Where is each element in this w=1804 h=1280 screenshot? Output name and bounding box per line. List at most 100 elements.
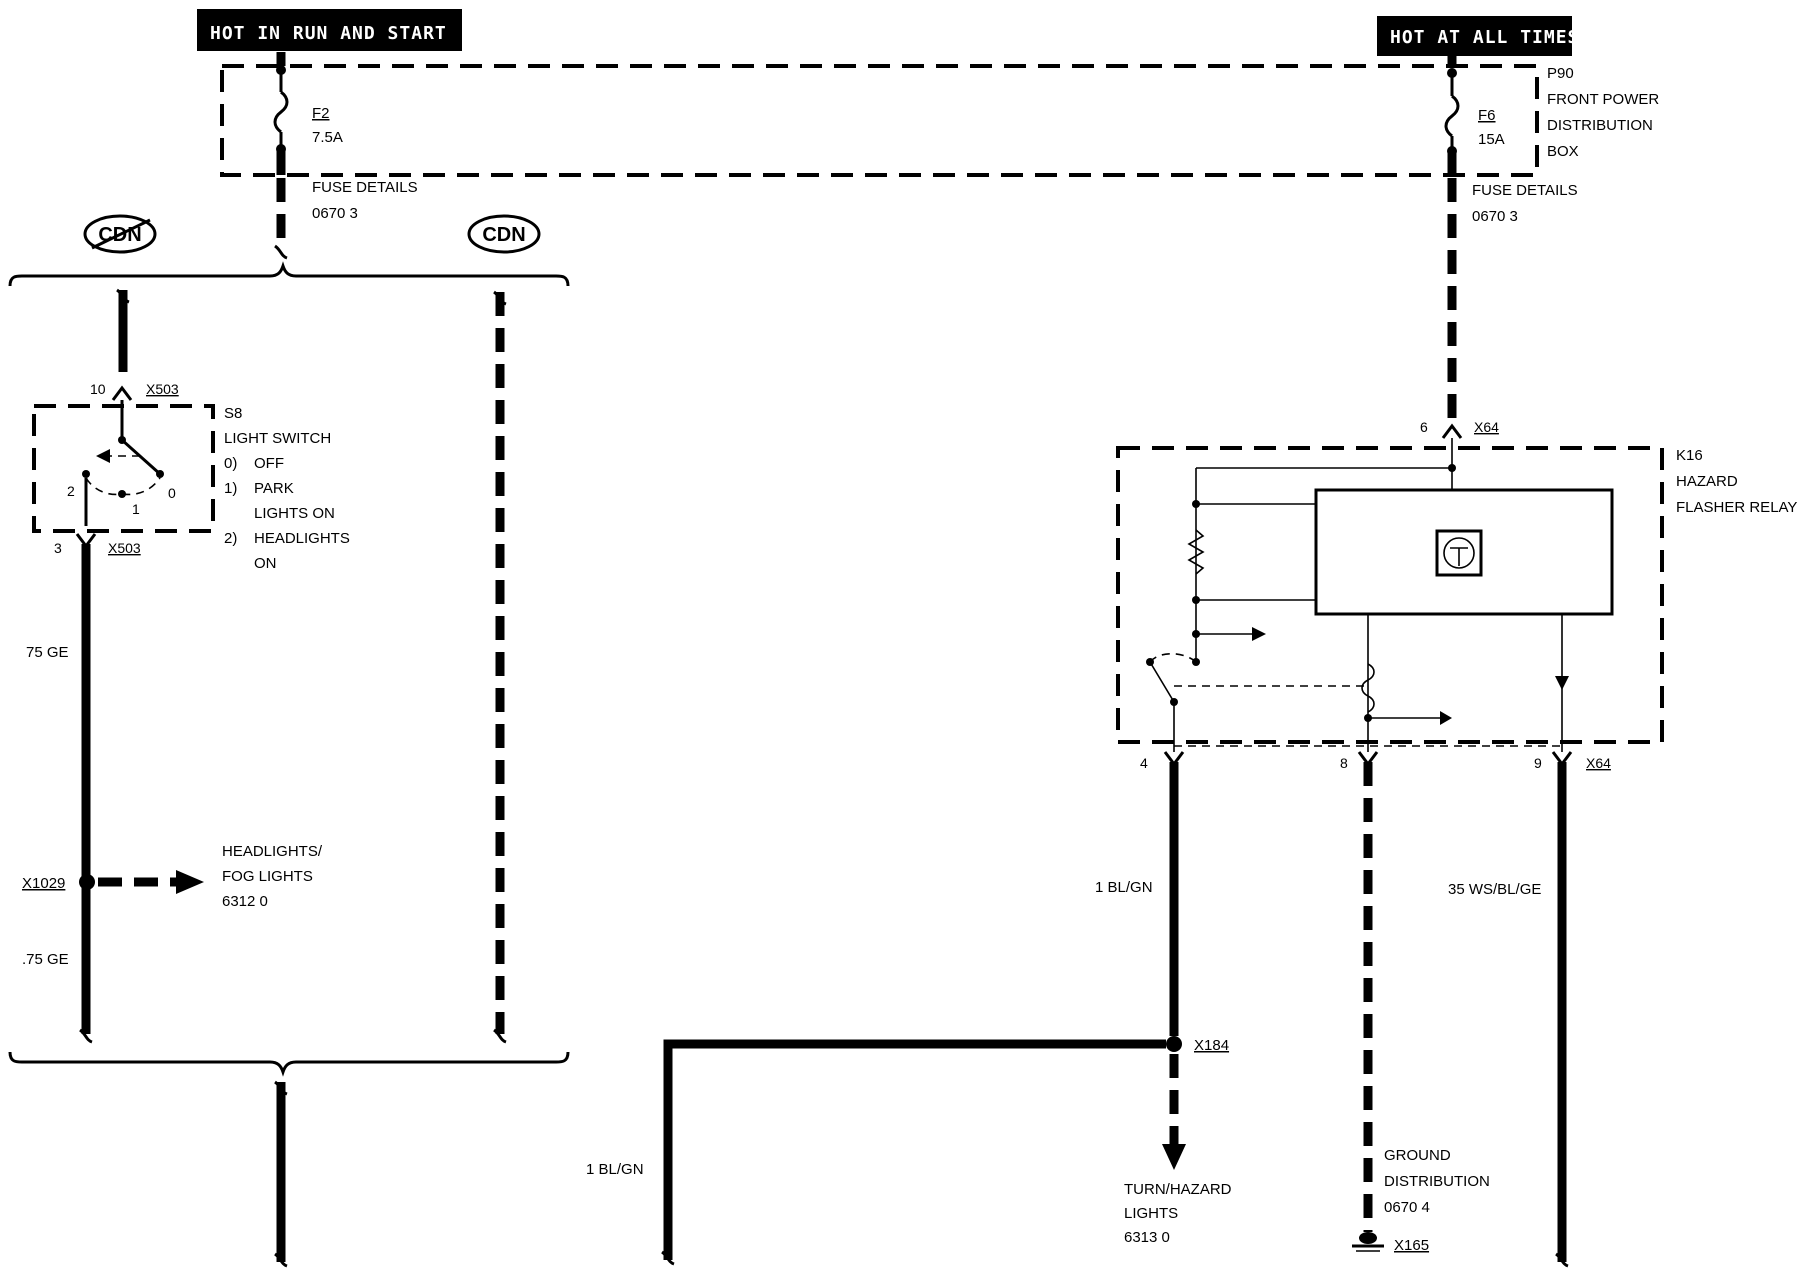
switch-pin-bottom: 3 [54,540,62,556]
switch-pin-top: 10 [90,381,106,397]
switch-contact-1-label: 1 [132,501,140,517]
svg-text:HAZARD: HAZARD [1676,473,1738,490]
splice-x1029-label: X1029 [22,875,65,892]
svg-text:FLASHER RELAY: FLASHER RELAY [1676,499,1797,516]
switch-conn-top: X503 [146,381,179,397]
svg-text:6313 0: 6313 0 [1124,1229,1170,1246]
wire-break-switch-feed [116,288,130,304]
switch-contact-0 [156,470,164,478]
banner-hot-in-run-and-start: HOT IN RUN AND START [197,9,462,51]
svg-text:LIGHTS ON: LIGHTS ON [254,505,335,522]
svg-text:OFF: OFF [254,455,284,472]
svg-text:HEADLIGHTS/: HEADLIGHTS/ [222,843,323,860]
svg-text:CDN: CDN [482,224,525,246]
power-distribution-box-outline [220,64,1539,177]
fuse-f2-name: F2 [312,105,330,122]
wire-label-1blgn-left: 1 BL/GN [586,1161,644,1178]
svg-text:HOT AT ALL TIMES: HOT AT ALL TIMES [1390,27,1579,48]
switch-wiper [120,438,162,476]
svg-text:LIGHTS: LIGHTS [1124,1205,1178,1222]
svg-text:FUSE DETAILS: FUSE DETAILS [1472,182,1578,199]
wire-label-1blgn-right: 1 BL/GN [1095,879,1153,896]
svg-text:0670 3: 0670 3 [312,205,358,222]
switch-contact-2-label: 2 [67,483,75,499]
splice-x184-label: X184 [1194,1037,1229,1054]
svg-text:1): 1) [224,480,237,497]
wire-label-35: 35 WS/BL/GE [1448,881,1541,898]
relay-internal-circuit [1146,438,1569,752]
svg-text:DISTRIBUTION: DISTRIBUTION [1384,1173,1490,1190]
switch-conn-bottom: X503 [108,540,141,556]
wire-label-75ge-b: .75 GE [22,951,69,968]
relay-pin-8-label: 8 [1340,755,1348,771]
relay-label: K16 HAZARD FLASHER RELAY [1676,447,1797,516]
svg-text:FUSE DETAILS: FUSE DETAILS [312,179,418,196]
svg-text:2): 2) [224,530,237,547]
svg-text:FRONT POWER: FRONT POWER [1547,91,1659,108]
relay-pin-top: 6 [1420,419,1428,435]
svg-text:TURN/HAZARD: TURN/HAZARD [1124,1181,1232,1198]
fuse-f6 [1444,56,1460,175]
svg-text:HOT IN RUN AND START: HOT IN RUN AND START [210,23,447,44]
power-box-label: P90 FRONT POWER DISTRIBUTION BOX [1547,65,1659,160]
svg-text:6312 0: 6312 0 [222,893,268,910]
wire-1-bl-gn-branch [663,1039,1166,1260]
turn-hazard-ref: TURN/HAZARD LIGHTS 6313 0 [1124,1181,1232,1246]
flasher-module [1314,488,1614,616]
relay-conn-top: X64 [1474,419,1499,435]
hazard-relay-box [1116,446,1664,744]
svg-text:PARK: PARK [254,480,294,497]
banner-hot-at-all-times: HOT AT ALL TIMES [1377,16,1579,56]
switch-contact-1 [118,490,126,498]
wire-break-cdn-top [493,290,507,306]
svg-text:LIGHT SWITCH: LIGHT SWITCH [224,430,331,447]
wire-break-cdn-bottom [493,1028,507,1044]
fuse-f2 [273,52,289,175]
switch-contact-0-label: 0 [168,485,176,501]
fuse-f6-rating: 15A [1478,131,1505,148]
svg-text:0): 0) [224,455,237,472]
svg-text:FOG LIGHTS: FOG LIGHTS [222,868,313,885]
svg-text:S8: S8 [224,405,242,422]
svg-text:0670 4: 0670 4 [1384,1199,1430,1216]
arrow-turn-hazard [1162,1144,1186,1170]
fuse-details-right: FUSE DETAILS 0670 3 [1472,182,1578,225]
fuse-details-left: FUSE DETAILS 0670 3 [312,179,418,222]
headlights-ref: HEADLIGHTS/ FOG LIGHTS 6312 0 [222,843,323,910]
switch-contact-2 [82,470,90,478]
brace-top [8,261,570,287]
fuse-f6-name: F6 [1478,107,1496,124]
ground-x165-label: X165 [1394,1237,1429,1254]
relay-conn-bottom: X64 [1586,755,1611,771]
svg-text:HEADLIGHTS: HEADLIGHTS [254,530,350,547]
light-switch-box [32,404,215,533]
arrow-headlights [176,870,204,894]
ground-icon [1352,1232,1384,1252]
svg-text:BOX: BOX [1547,143,1579,160]
svg-text:DISTRIBUTION: DISTRIBUTION [1547,117,1653,134]
svg-text:K16: K16 [1676,447,1703,464]
svg-text:ON: ON [254,555,277,572]
svg-text:0670 3: 0670 3 [1472,208,1518,225]
fuse-f2-rating: 7.5A [312,129,343,146]
wire-label-75ge-a: 75 GE [26,644,69,661]
electronic-module-icon [1435,529,1483,577]
wire-break-bottom-top [274,1080,288,1096]
light-switch-label: S8 LIGHT SWITCH 0) OFF 1) PARK LIGHTS ON… [224,405,350,572]
cdn-symbol-crossed: CDN [83,214,157,254]
relay-pin-9-label: 9 [1534,755,1542,771]
wire-break-f2 [274,244,288,260]
svg-text:GROUND: GROUND [1384,1147,1451,1164]
switch-travel [85,477,161,496]
wire-break-blgn-end [661,1250,675,1266]
cdn-symbol: CDN [467,214,541,254]
relay-pin-4-label: 4 [1140,755,1148,771]
splice-x1029 [79,874,95,890]
connector-x503-top [111,385,133,401]
splice-x184 [1166,1036,1182,1052]
wire-break-bottom-end [274,1252,288,1268]
wire-break-35-end [1555,1252,1569,1268]
wire-break-75ge-bottom [79,1028,93,1044]
svg-text:P90: P90 [1547,65,1574,82]
